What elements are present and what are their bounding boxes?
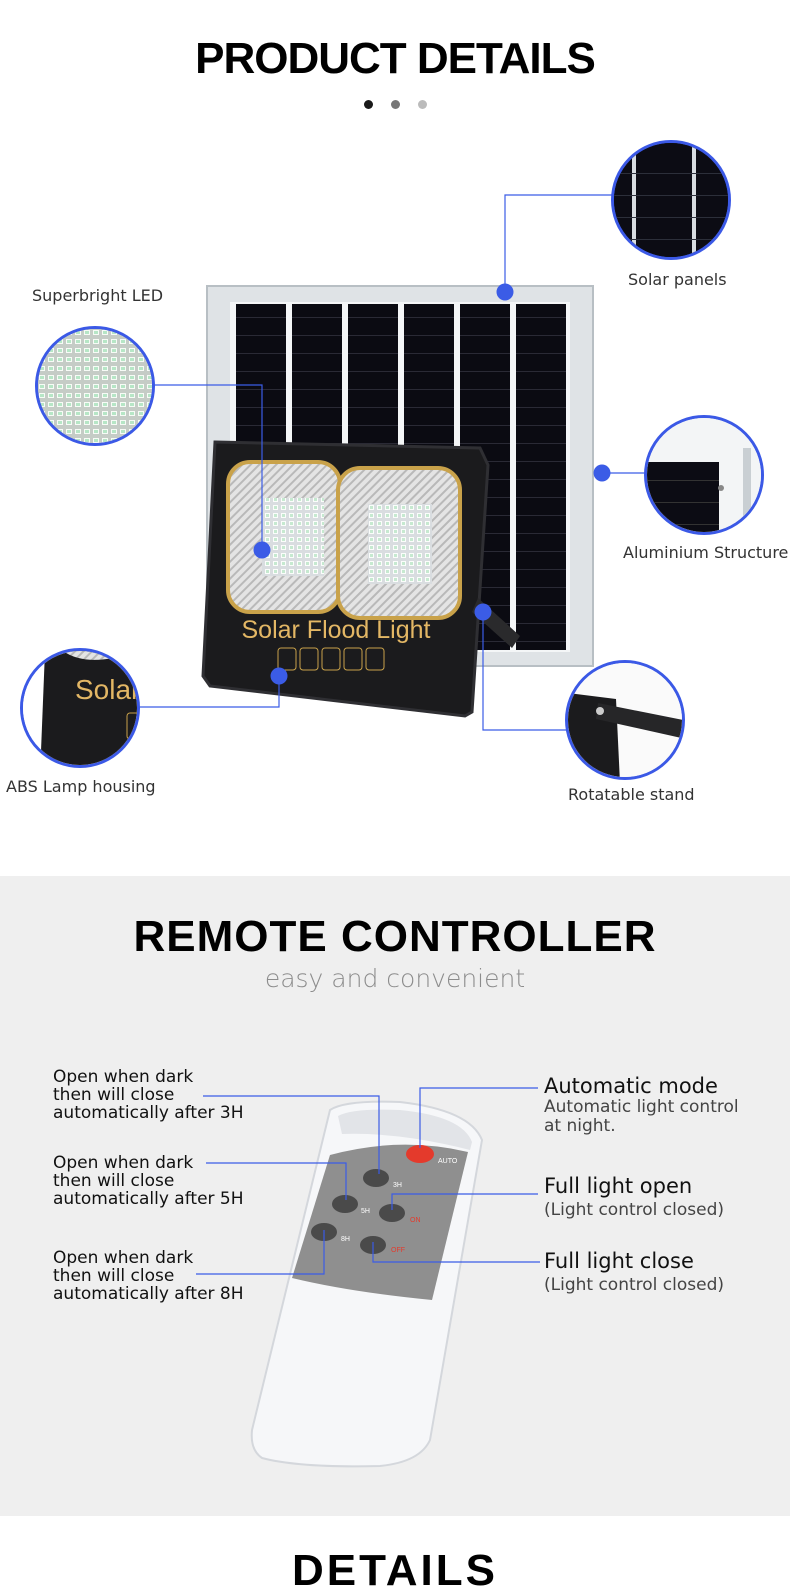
remote-subtitle: easy and convenient: [264, 964, 526, 993]
remote-illustration: AUTO 3H 5H ON 8H OFF: [196, 1087, 540, 1468]
page-title: PRODUCT DETAILS: [195, 34, 596, 83]
8h-button-label: 8H: [341, 1236, 350, 1243]
label-superbright-led: Superbright LED: [32, 286, 164, 305]
off-button-label: OFF: [391, 1247, 405, 1254]
5h-button-label: 5H: [361, 1208, 370, 1215]
label-full-light-open: Full light open (Light control closed): [544, 1174, 725, 1220]
auto-button[interactable]: [406, 1145, 434, 1163]
pager-dot[interactable]: [417, 100, 427, 109]
remote-title: REMOTE CONTROLLER: [133, 912, 657, 961]
zoom-stand-circle: [565, 660, 685, 780]
pager-dot[interactable]: [363, 100, 373, 109]
3h-button-label: 3H: [393, 1182, 402, 1189]
label-automatic-mode: Automatic mode Automatic light control a…: [544, 1074, 739, 1136]
pager-dot[interactable]: [390, 100, 400, 109]
zoom-solar-circle: [611, 140, 731, 260]
label-solar-panels: Solar panels: [628, 270, 727, 289]
label-aluminium-structure: Aluminium Structure: [623, 543, 789, 562]
product-illustration: Solar Flood Light: [128, 194, 648, 731]
on-button[interactable]: [379, 1204, 405, 1222]
on-button-label: ON: [410, 1217, 421, 1224]
zoom-housing-circle: Solar: [20, 648, 140, 768]
label-abs-housing: ABS Lamp housing: [6, 777, 156, 796]
3h-button[interactable]: [363, 1169, 389, 1187]
label-rotatable-stand: Rotatable stand: [568, 785, 695, 804]
zoom-led-circle: [35, 326, 155, 446]
details-title: DETAILS: [292, 1546, 498, 1595]
label-full-light-close: Full light close (Light control closed): [544, 1249, 725, 1295]
lamp-brand-text: Solar Flood Light: [241, 616, 430, 644]
auto-button-label: AUTO: [438, 1158, 458, 1165]
housing-zoom-text: Solar: [75, 674, 140, 705]
zoom-frame-circle: [644, 415, 764, 535]
carousel-pager: [0, 96, 790, 114]
5h-button[interactable]: [332, 1195, 358, 1213]
